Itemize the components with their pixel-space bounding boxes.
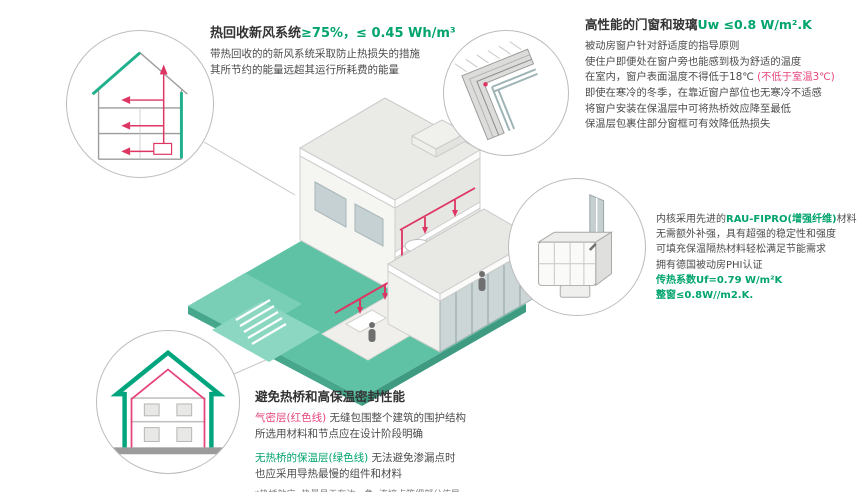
insulation-label: 无热桥的保温层(绿色线) bbox=[255, 451, 369, 464]
facade-window bbox=[314, 181, 347, 228]
insulation-rest: 无法避免渗漏点时 bbox=[368, 451, 456, 464]
profile-body-line-4: 拥有德国被动房PHI认证 bbox=[656, 259, 763, 271]
window-title: 高性能的门窗和玻璃Uw ≤0.8 W/m².K bbox=[585, 14, 863, 33]
insulation-line-1: 无热桥的保温层(绿色线) 无法避免渗漏点时 bbox=[255, 451, 565, 467]
ventilation-text-block: 热回收新风系统≥75%，≤ 0.45 Wh/m³ 带热回收的的新风系统采取防止热… bbox=[210, 22, 480, 79]
profile-text-block: 内核采用先进的RAU-FIPRO(增强纤维)材料 无需额外补强，具有超强的稳定性… bbox=[656, 212, 865, 303]
wall-hatch bbox=[454, 41, 522, 73]
insulation-callout-circle bbox=[96, 330, 240, 474]
thermal-footnote: *热桥效应: 热量易于在边、角, 连接点等细部分传导 bbox=[255, 487, 565, 492]
profile-body-line-2: 无需额外补强，具有超强的稳定性和强度 bbox=[656, 229, 836, 241]
ventilation-ducts bbox=[130, 74, 165, 154]
airtight-line-2: 所选用材料和节点应在设计阶段明确 bbox=[255, 427, 423, 440]
window-body-line-4: 即使在寒冷的冬季，在靠近窗户部位也无寒冷不适感 bbox=[585, 86, 822, 99]
ventilation-title-name: 热回收新风系统 bbox=[210, 26, 302, 41]
house-section-illustration bbox=[91, 51, 188, 160]
window-profile-illustration bbox=[536, 194, 614, 298]
heat-exchanger-unit bbox=[153, 142, 173, 155]
insulation-line-2: 也应采用导热最慢的组件和材料 bbox=[255, 467, 402, 480]
kitchen-counter bbox=[344, 309, 388, 333]
airtight-line-1: 气密层(红色线) 无缝包围整个建筑的围护结构 bbox=[255, 411, 565, 427]
insulation-layer-line bbox=[110, 349, 226, 448]
window-title-name: 高性能的门窗和玻璃 bbox=[585, 17, 698, 32]
facade-window bbox=[354, 203, 384, 247]
person-figure bbox=[368, 322, 376, 342]
window-body-line-3: 在室内，窗户表面温度不得低于18℃ (不低于室温3℃) bbox=[585, 70, 863, 86]
profile-body-line-1: 内核采用先进的RAU-FIPRO(增强纤维)材料 bbox=[656, 212, 865, 227]
ground-bar bbox=[112, 447, 224, 455]
profile-body-line-3: 可填充保温隔热材料轻松满足节能需求 bbox=[656, 244, 826, 256]
airtight-label: 气密层(红色线) bbox=[255, 412, 327, 424]
profile-line-1-pre: 内核采用先进的 bbox=[656, 214, 726, 225]
section-windows bbox=[143, 403, 193, 442]
window-corner-illustration bbox=[454, 41, 538, 141]
profile-callout-circle bbox=[508, 178, 646, 316]
airtight-rest: 无缝包围整个建筑的围护结构 bbox=[326, 412, 467, 424]
airtight-layer-line bbox=[130, 368, 206, 448]
window-body-line-5: 将窗户安装在保温层中可将热桥效应降至最低 bbox=[585, 102, 791, 115]
window-body-line-3-note: (不低于室温3℃) bbox=[757, 71, 835, 84]
duct-arrows-lower bbox=[357, 293, 388, 314]
section-outline bbox=[92, 51, 188, 160]
profile-chambers bbox=[538, 242, 596, 286]
ventilation-title-value: ≥75%，≤ 0.45 Wh/m³ bbox=[301, 26, 456, 41]
profile-side-face bbox=[595, 231, 612, 287]
person-figure bbox=[478, 271, 486, 291]
profile-base bbox=[559, 284, 591, 298]
terrace-steps bbox=[235, 299, 287, 345]
roof-bulkhead bbox=[410, 119, 468, 158]
house-cutaway-illustration bbox=[188, 97, 538, 406]
gasket-seal bbox=[588, 243, 597, 251]
glazing-lines bbox=[490, 68, 538, 132]
thermal-title: 避免热桥和高保温密封性能 bbox=[255, 389, 406, 404]
ventilation-callout-circle bbox=[66, 30, 214, 178]
profile-uw-value: 整窗≤0.8W//m2.K. bbox=[656, 289, 754, 301]
window-body-line-2: 使住户即便处在窗户旁也能感到极为舒适的温度 bbox=[585, 55, 802, 68]
airflow-arrows bbox=[121, 64, 168, 156]
thermal-text-block: 避免热桥和高保温密封性能 气密层(红色线) 无缝包围整个建筑的围护结构 所选用材… bbox=[255, 386, 565, 492]
window-body-line-1: 被动房窗户针对舒适度的指导原则 bbox=[585, 40, 740, 52]
duct-arrows-upper bbox=[422, 210, 458, 234]
window-callout-circle bbox=[443, 30, 569, 156]
interior-floors bbox=[130, 397, 206, 423]
ventilation-body-line-2: 其所节约的能量远超其运行所耗费的能量 bbox=[210, 63, 399, 76]
thermal-envelope-illustration bbox=[110, 349, 226, 455]
window-text-block: 高性能的门窗和玻璃Uw ≤0.8 W/m².K 被动房窗户针对舒适度的指导原则 … bbox=[585, 14, 863, 133]
insulation-lines bbox=[91, 51, 183, 159]
window-body-line-3-text: 在室内，窗户表面温度不得低于18℃ bbox=[585, 71, 758, 84]
profile-line-1-post: 材料 bbox=[836, 214, 857, 225]
profile-uf-value: 传热系数Uf=0.79 W/m²K bbox=[656, 274, 783, 286]
detail-marker bbox=[483, 82, 488, 87]
ventilation-body-line-1: 带热回收的的新风系统采取防止热损失的措施 bbox=[210, 48, 420, 60]
window-body-line-6: 保温层包裹住部分窗框可有效降低热损失 bbox=[585, 118, 771, 131]
profile-material-name: RAU-FIPRO(增强纤维) bbox=[726, 214, 837, 225]
window-title-value: Uw ≤0.8 W/m².K bbox=[697, 17, 812, 32]
ventilation-title: 热回收新风系统≥75%，≤ 0.45 Wh/m³ bbox=[210, 22, 480, 41]
